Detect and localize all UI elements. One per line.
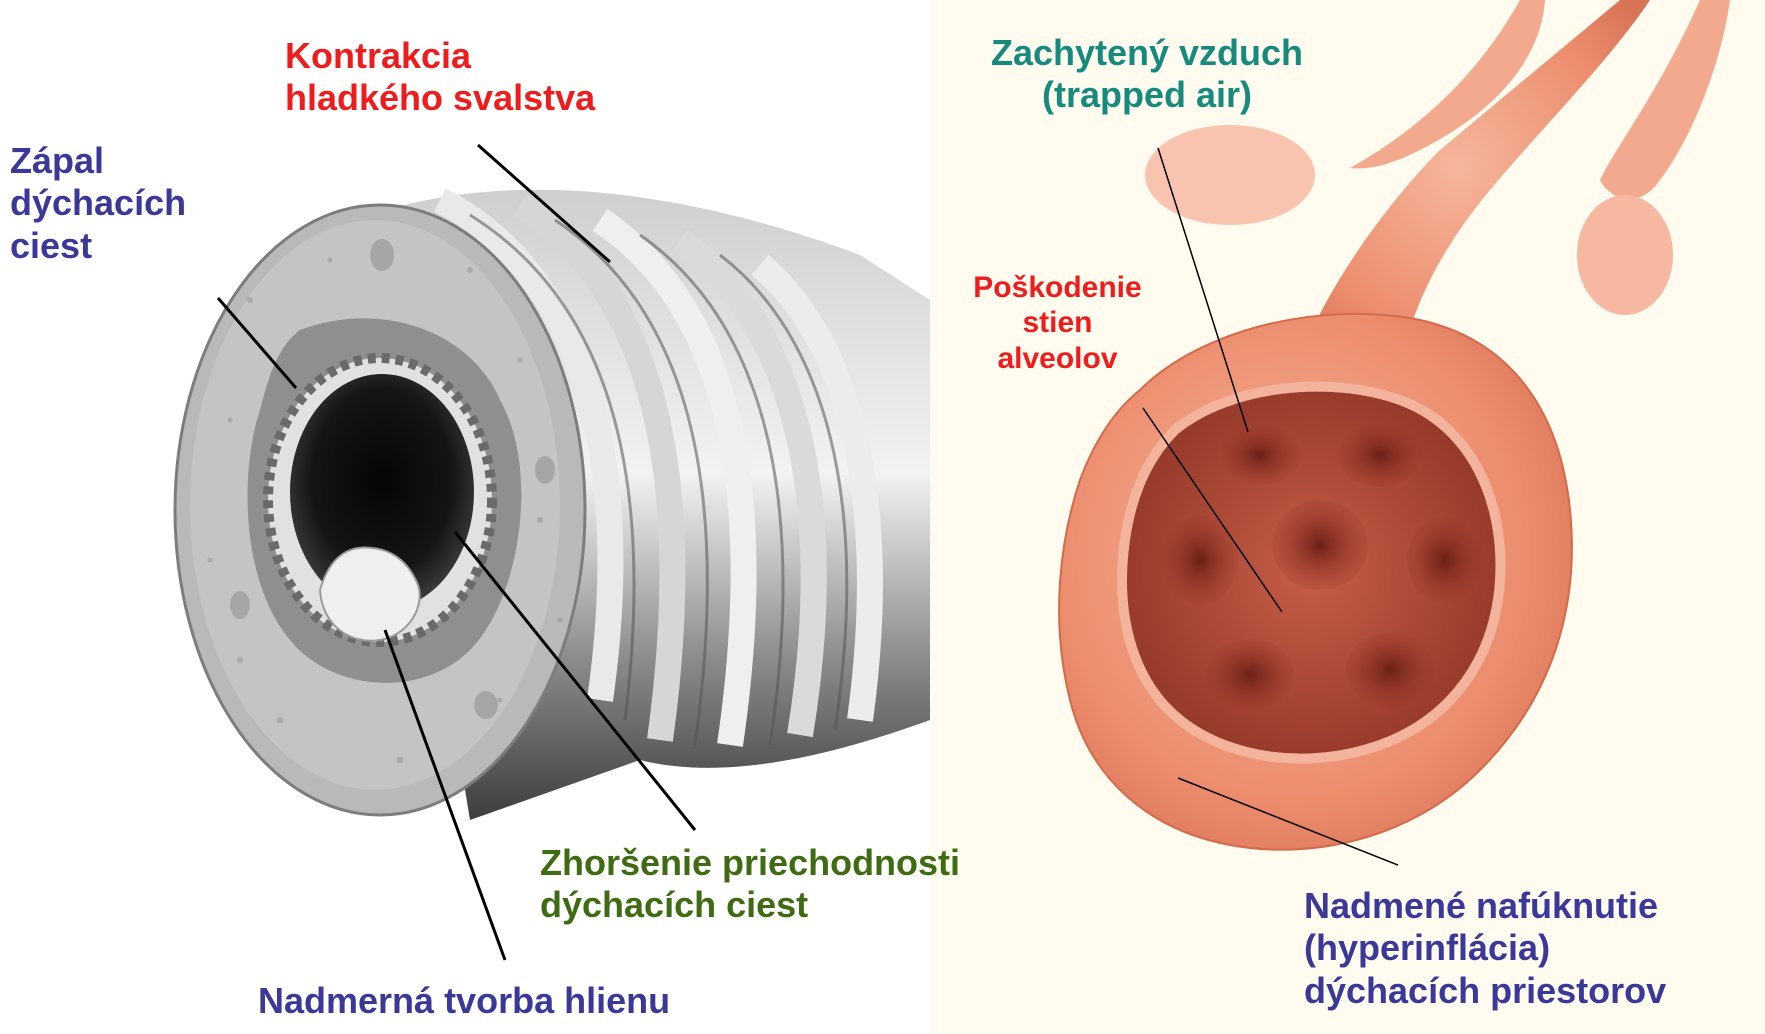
label-airway-obstruction: Zhoršenie priechodnosti dýchacích ciest xyxy=(540,842,960,927)
label-line: (trapped air) xyxy=(952,74,1342,116)
airway-illustration xyxy=(175,190,930,820)
label-line: dýchacích priestorov xyxy=(1304,970,1666,1012)
label-line: ciest xyxy=(10,225,186,267)
label-hyperinflation: Nadmené nafúknutie (hyperinflácia) dýcha… xyxy=(1304,885,1666,1012)
label-line: Zachytený vzduch xyxy=(952,32,1342,74)
label-line: Zápal xyxy=(10,140,186,182)
label-line: (hyperinflácia) xyxy=(1304,927,1666,969)
label-line: stien xyxy=(955,305,1160,340)
label-line: Nadmené nafúknutie xyxy=(1304,885,1666,927)
label-alveolar-wall-damage: Poškodenie stien alveolov xyxy=(955,270,1160,376)
label-line: Zhoršenie priechodnosti xyxy=(540,842,960,884)
side-alveolus xyxy=(1577,195,1673,315)
label-line: Poškodenie xyxy=(955,270,1160,305)
alveolus-illustration xyxy=(930,0,1765,1034)
label-excess-mucus: Nadmerná tvorba hlienu xyxy=(258,980,670,1022)
label-smooth-muscle-contraction: Kontrakcia hladkého svalstva xyxy=(285,35,595,120)
label-line: hladkého svalstva xyxy=(285,77,595,119)
label-line: dýchacích xyxy=(10,182,186,224)
side-alveolus xyxy=(1145,125,1315,225)
label-line: alveolov xyxy=(955,341,1160,376)
label-airway-inflammation: Zápal dýchacích ciest xyxy=(10,140,186,267)
label-trapped-air: Zachytený vzduch (trapped air) xyxy=(952,32,1342,117)
label-line: Nadmerná tvorba hlienu xyxy=(258,980,670,1022)
label-line: dýchacích ciest xyxy=(540,884,960,926)
label-line: Kontrakcia xyxy=(285,35,595,77)
